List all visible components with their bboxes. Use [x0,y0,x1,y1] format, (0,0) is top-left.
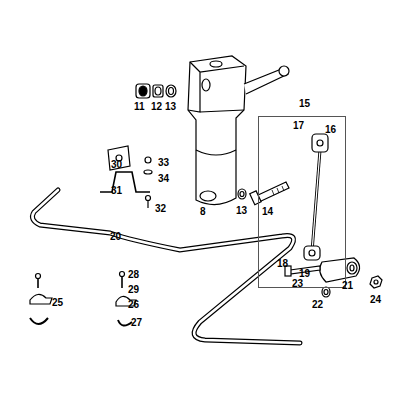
callout-number: 22 [312,300,323,310]
callout-number: 27 [131,318,142,328]
callout-number: 32 [155,204,166,214]
callout-number: 12 [151,102,162,112]
callout-number: 15 [299,99,310,109]
callout-number: 13 [236,206,247,216]
callout-number: 21 [342,281,353,291]
callout-number: 34 [158,174,169,184]
callout-number: 29 [128,285,139,295]
callout-number: 13 [165,102,176,112]
callout-number: 16 [325,125,336,135]
callout-number: 24 [370,295,381,305]
callout-number: 14 [262,207,273,217]
callout-number: 30 [111,160,122,170]
callout-number: 28 [128,270,139,280]
callout-number: 33 [158,158,169,168]
callout-number: 31 [111,186,122,196]
callout-number: 17 [293,121,304,131]
callout-number: 11 [134,102,145,112]
group-frame: 1517161819 [258,116,346,288]
callout-number: 18 [277,259,288,269]
callout-number: 23 [292,279,303,289]
callout-number: 8 [200,207,206,217]
callout-number: 26 [128,300,139,310]
callout-number: 25 [52,298,63,308]
callout-number: 19 [299,269,310,279]
callout-number: 20 [110,232,121,242]
